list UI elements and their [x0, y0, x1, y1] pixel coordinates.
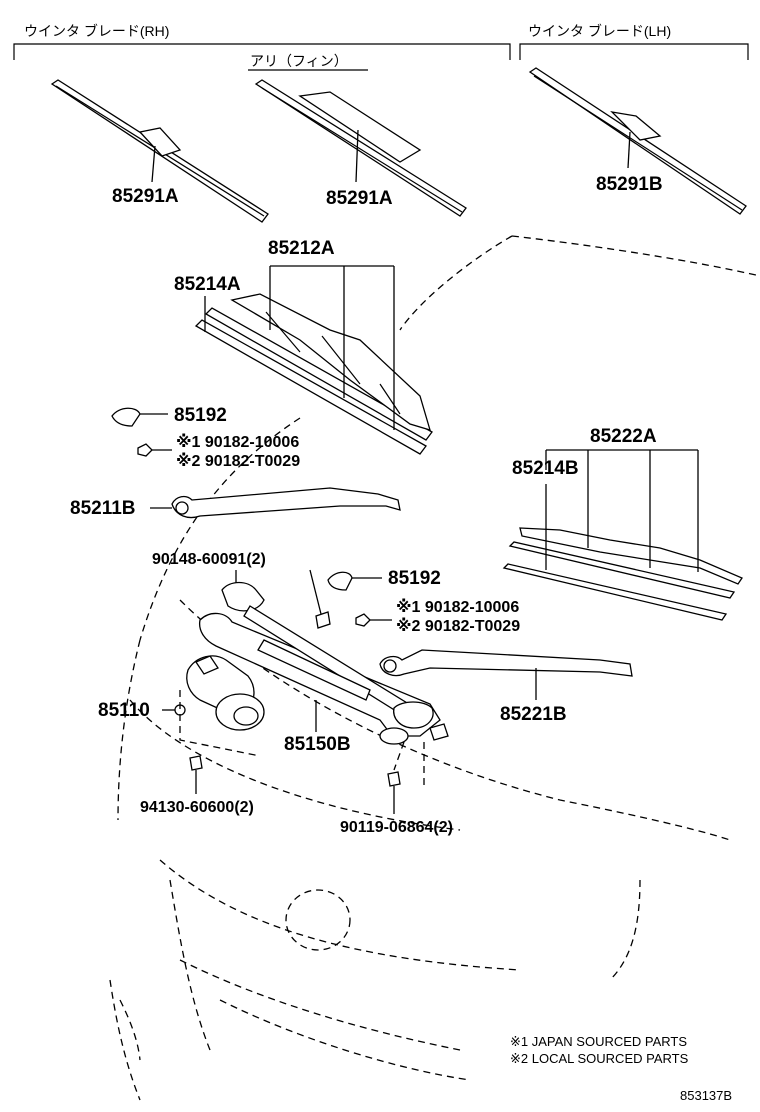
rh-bracket	[13, 43, 511, 60]
blade-assy-rh	[194, 293, 433, 455]
label-rubber-rh: 85214A	[174, 274, 241, 295]
label-link: 85150B	[284, 734, 351, 755]
label-nut-jp-1: ※1 90182-10006	[176, 433, 299, 451]
label-blade-assy-rh: 85212A	[268, 238, 335, 259]
label-blade-rh-1: 85291A	[112, 186, 179, 207]
label-nut-local-1: ※2 90182-T0029	[176, 452, 300, 470]
label-bolt-2: 94130-60600(2)	[140, 799, 254, 816]
blade-rh-1	[50, 79, 269, 223]
note-japan: ※1 JAPAN SOURCED PARTS	[510, 1034, 687, 1049]
cap-1	[111, 407, 168, 427]
blade-rh-2	[254, 79, 467, 217]
alt-header: アリ（フィン）	[250, 53, 348, 69]
nut-1	[137, 443, 172, 457]
rh-header: ウインタ ブレード(RH)	[24, 23, 169, 39]
label-bolt-3: 90119-06864(2)	[340, 819, 453, 836]
wiper-motor	[162, 655, 265, 731]
lh-bracket	[519, 43, 749, 60]
nut-2	[355, 613, 392, 627]
blade-lh	[528, 67, 747, 215]
label-blade-rh-2: 85291A	[326, 188, 393, 209]
arm-lh	[379, 649, 633, 700]
lh-header: ウインタ ブレード(LH)	[528, 23, 671, 39]
label-cap-1: 85192	[174, 405, 227, 426]
mount-dashed-lines	[179, 690, 425, 788]
label-arm-lh: 85221B	[500, 704, 567, 725]
note-local: ※2 LOCAL SOURCED PARTS	[510, 1051, 689, 1066]
bolt-1	[315, 611, 331, 629]
label-arm-rh: 85211B	[70, 498, 136, 519]
arm-rh	[150, 487, 401, 519]
bolt-2	[189, 755, 203, 794]
blade-assy-lh	[502, 527, 743, 621]
label-cap-2: 85192	[388, 568, 441, 589]
figure-id: 853137B	[680, 1088, 732, 1103]
label-motor: 85110	[98, 700, 150, 721]
label-nut-jp-2: ※1 90182-10006	[396, 598, 519, 616]
link-assembly	[198, 581, 449, 745]
label-blade-lh: 85291B	[596, 174, 663, 195]
label-bolt-1: 90148-60091(2)	[152, 551, 266, 568]
label-rubber-lh: 85214B	[512, 458, 579, 479]
label-nut-local-2: ※2 90182-T0029	[396, 617, 520, 635]
label-blade-assy-lh: 85222A	[590, 426, 657, 447]
bolt-3	[387, 771, 401, 814]
cap-2	[327, 571, 382, 591]
